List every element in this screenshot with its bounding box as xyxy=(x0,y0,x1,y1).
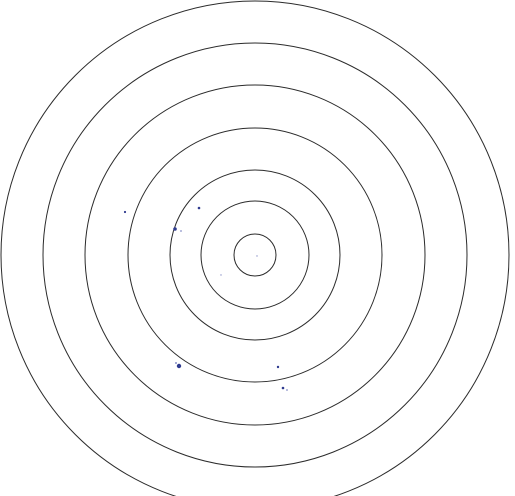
ring-7 xyxy=(233,233,277,277)
shot-hole xyxy=(123,210,127,214)
ring-4 xyxy=(127,127,383,383)
ring-6 xyxy=(200,200,310,310)
shot-hole xyxy=(256,255,258,257)
ring-2 xyxy=(42,42,468,468)
shot-hole xyxy=(197,206,201,210)
shot-hole xyxy=(276,365,280,369)
shot-hole xyxy=(180,230,182,232)
shot-hole xyxy=(175,362,177,364)
shot-hole xyxy=(176,363,182,369)
shot-hole xyxy=(220,274,222,276)
ring-5 xyxy=(169,169,341,341)
shot-hole xyxy=(281,386,285,390)
shot-hole xyxy=(173,227,177,231)
ring-3 xyxy=(84,84,426,426)
shot-marks xyxy=(123,206,288,391)
shot-hole xyxy=(286,389,288,391)
